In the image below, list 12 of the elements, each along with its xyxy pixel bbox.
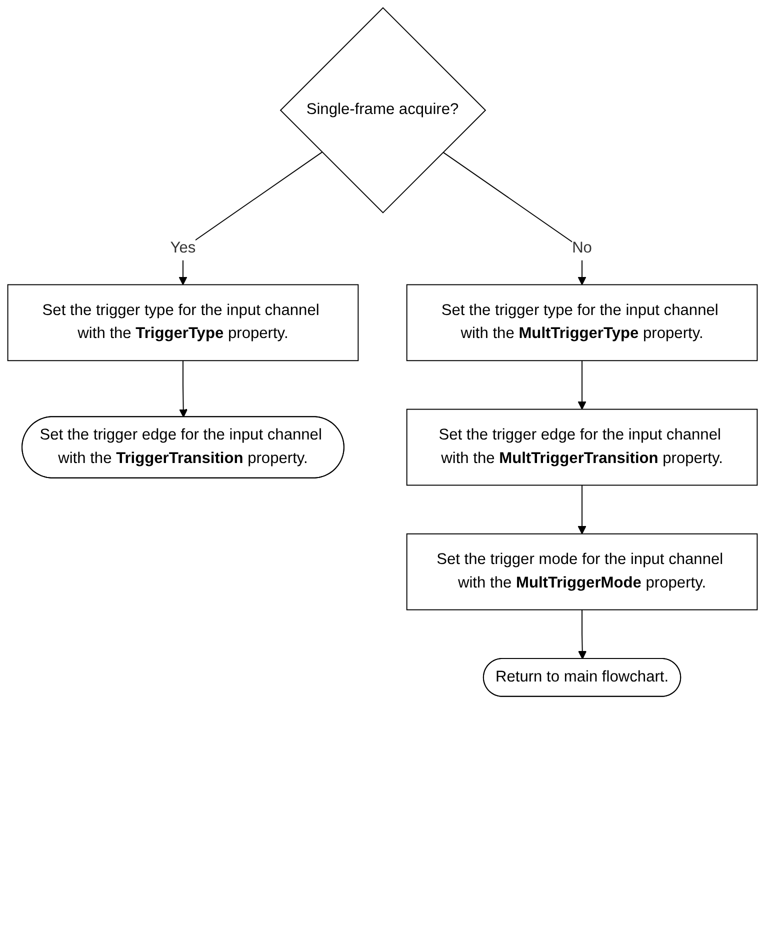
node-diamond: Single-frame acquire?	[280, 7, 486, 214]
node-box: Set the trigger edge for the input channel with the MultTriggerTransition property.	[406, 408, 758, 486]
edge-label: Yes	[170, 240, 196, 256]
arrow	[578, 609, 587, 660]
edge-label: No	[572, 240, 592, 256]
node-box: Set the trigger type for the input channel with the TriggerType property.	[7, 284, 359, 362]
arrow	[578, 360, 586, 410]
node-box: Set the trigger type for the input channel with the MultTriggerType property.	[406, 284, 758, 362]
arrow	[442, 152, 586, 286]
arrow	[578, 484, 586, 534]
node-box: Set the trigger mode for the input channel with the MultTriggerMode property.	[406, 533, 758, 610]
arrow	[179, 360, 188, 418]
